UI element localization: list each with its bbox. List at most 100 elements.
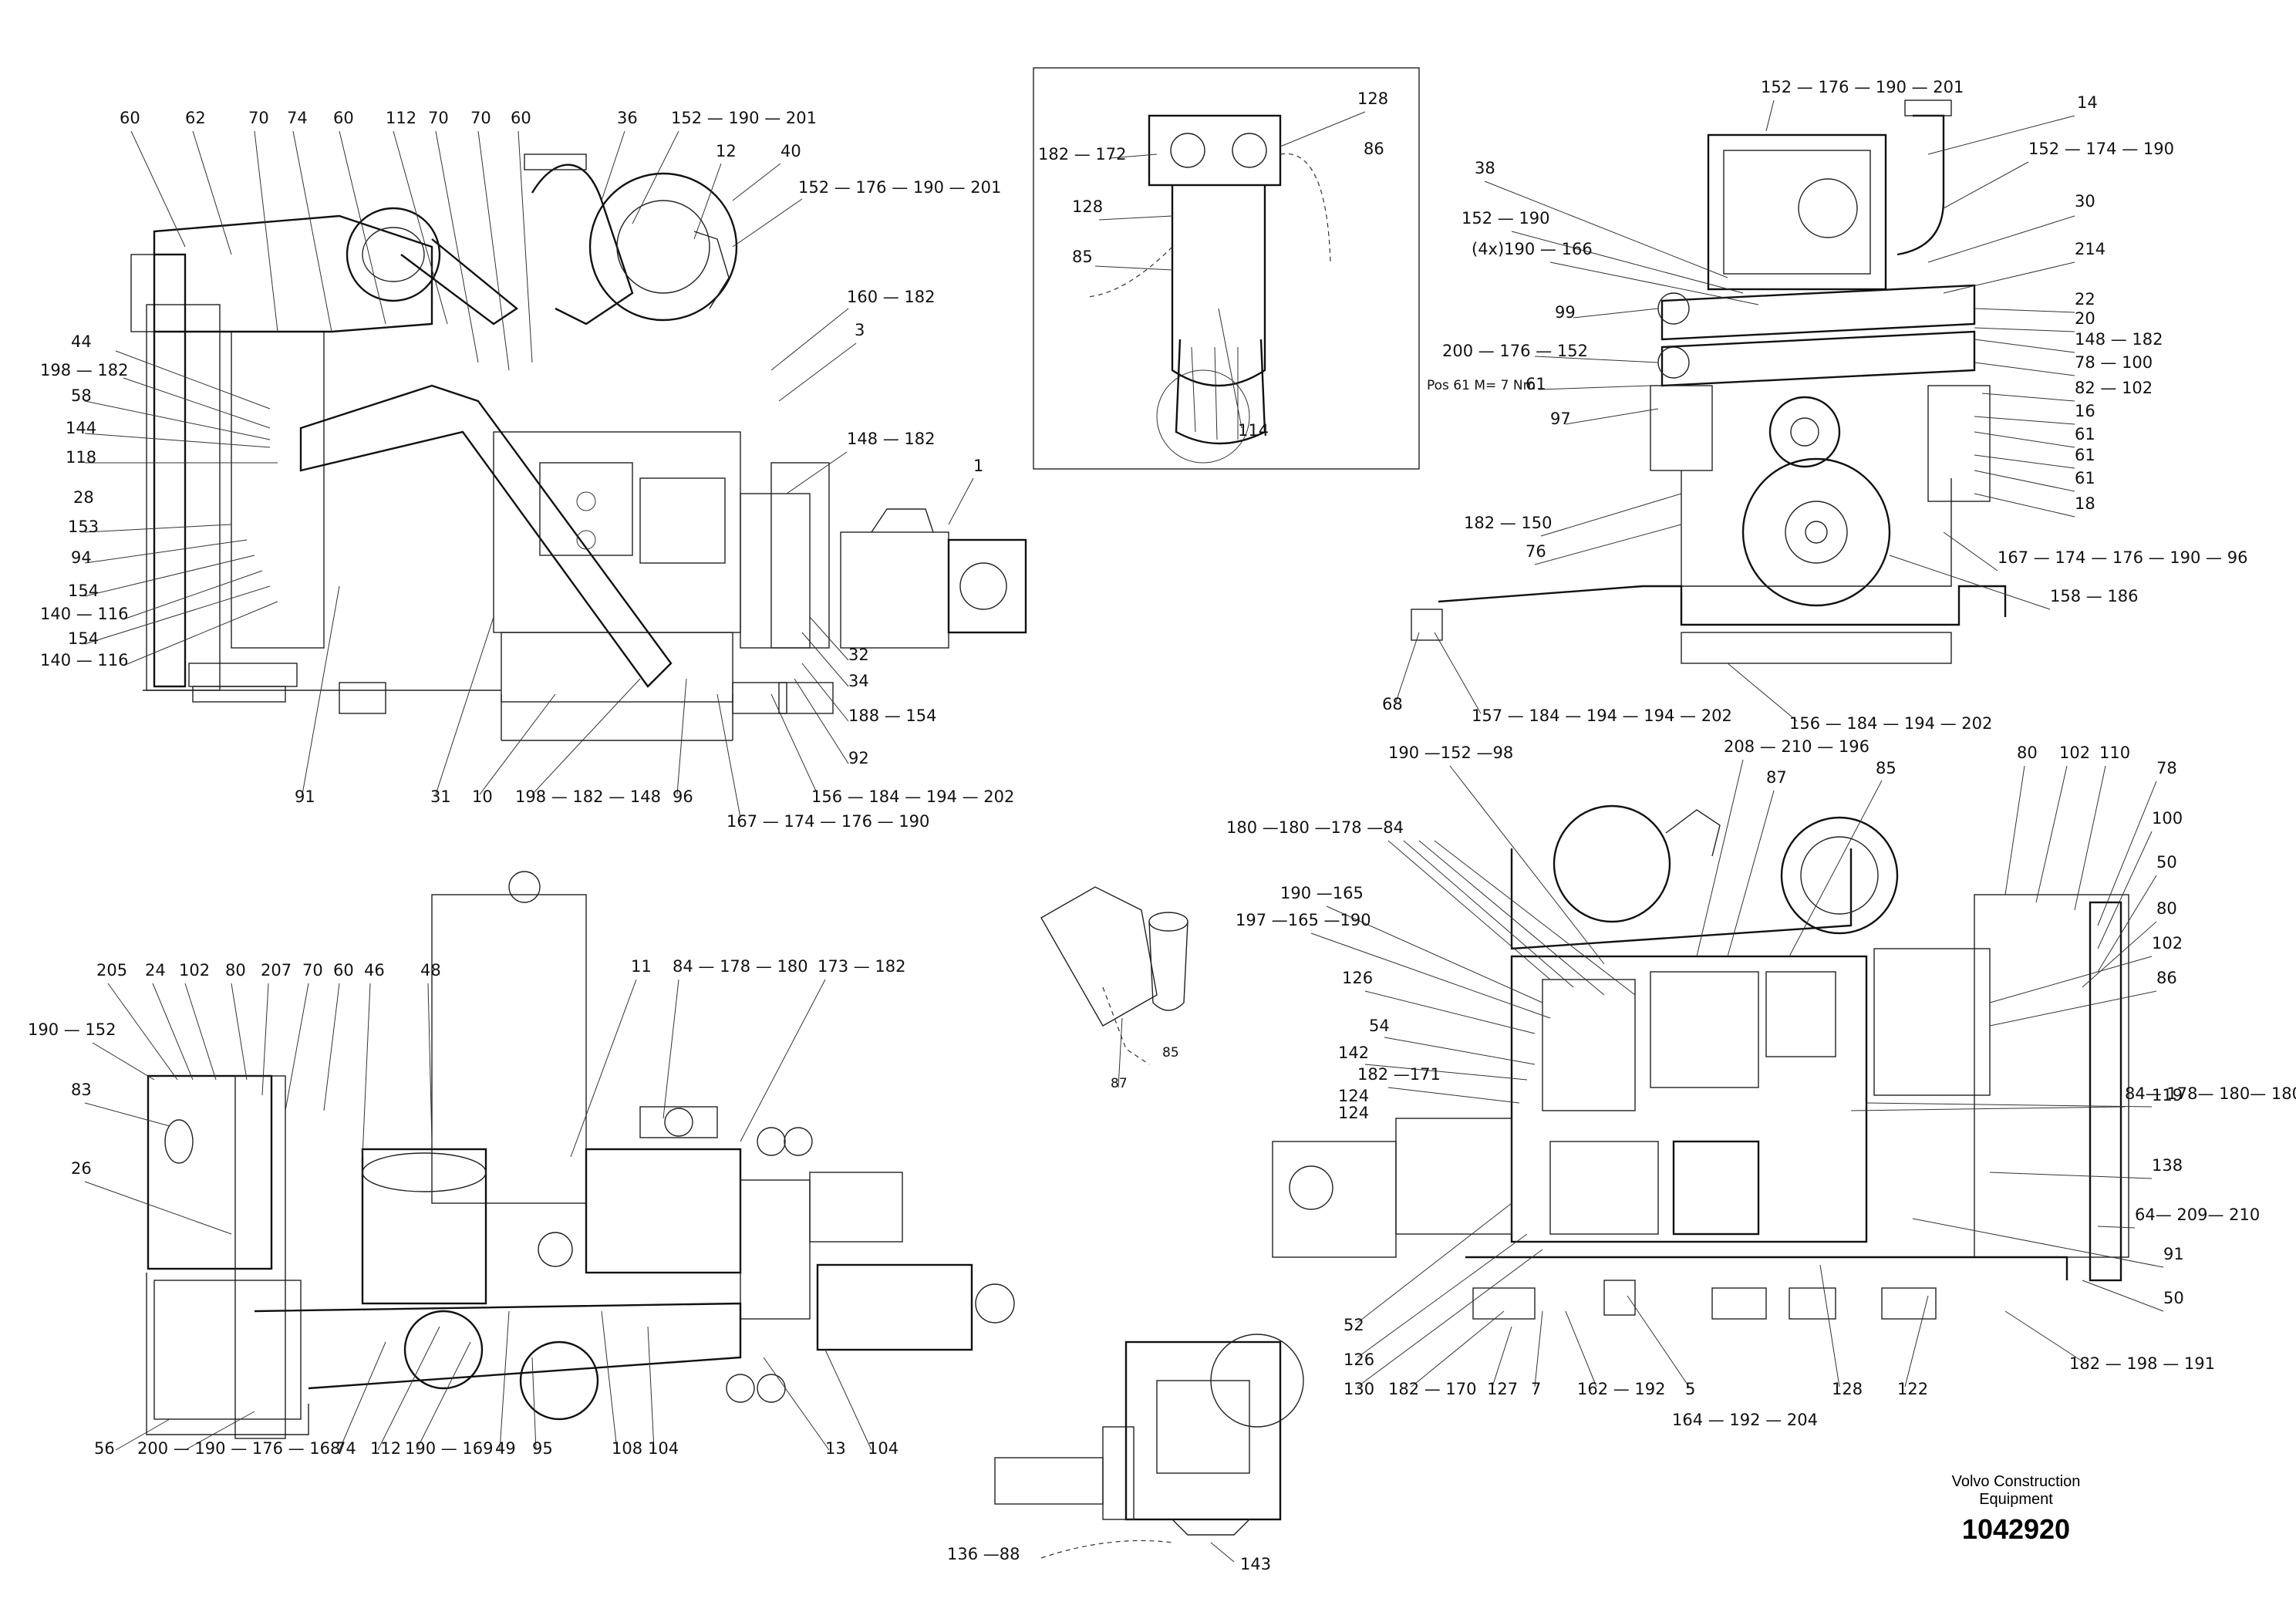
part-label: 44 — [71, 332, 92, 351]
part-label: 74 — [287, 109, 308, 127]
part-label: 152 — 190 — 201 — [671, 109, 817, 127]
fuel-filter-detail — [1033, 67, 1420, 470]
part-label: 162 — 192 — [1577, 1380, 1666, 1398]
brand-name-line2: Equipment — [1979, 1491, 2053, 1508]
part-label: 114 — [1238, 421, 1269, 440]
part-label: 40 — [781, 142, 801, 160]
part-label: 124 — [1338, 1104, 1369, 1122]
part-label: 5 — [1685, 1380, 1695, 1398]
part-label: 60 — [120, 109, 140, 127]
part-label: 46 — [364, 961, 385, 980]
part-label: 70 — [302, 961, 323, 980]
part-label: 18 — [2075, 494, 2095, 513]
part-label: 80 — [2017, 744, 2038, 762]
part-label: 143 — [1240, 1555, 1271, 1573]
part-label: 154 — [68, 629, 99, 648]
part-label: 84— 178— 180— 180 — [2125, 1084, 2296, 1103]
part-label: 100 — [2152, 809, 2183, 828]
part-label: 34 — [848, 672, 869, 690]
part-label: 112 — [370, 1439, 401, 1458]
part-label: 86 — [1364, 140, 1384, 158]
part-label: 205 — [96, 961, 127, 980]
part-label: 102 — [179, 961, 210, 980]
part-label: 68 — [1382, 695, 1403, 713]
part-label: 85 — [1162, 1045, 1179, 1061]
part-label: 152 — 190 — [1462, 209, 1550, 228]
part-label: 156 — 184 — 194 — 202 — [811, 787, 1014, 806]
part-label: 160 — 182 — [847, 288, 936, 306]
part-label: 56 — [94, 1439, 115, 1458]
part-label: 12 — [716, 142, 737, 160]
part-label: 16 — [2075, 402, 2095, 420]
part-label: 61 — [2075, 446, 2095, 464]
part-label: 190 —165 — [1280, 884, 1364, 902]
part-label: 50 — [2156, 853, 2177, 872]
part-label: 52 — [1344, 1316, 1364, 1334]
part-label: 48 — [420, 961, 441, 980]
part-label: 87 — [1766, 768, 1787, 787]
part-label: 148 — 182 — [2075, 330, 2163, 349]
part-label: 208 — 210 — 196 — [1724, 737, 1870, 756]
part-label: 99 — [1555, 303, 1576, 322]
part-label: 138 — [2152, 1156, 2183, 1175]
engine-side-view-left — [84, 130, 1027, 818]
part-label: 84 — 178 — 180 — [673, 957, 808, 976]
part-label: 24 — [145, 961, 166, 980]
engine-front-view — [1395, 99, 2075, 722]
part-label: 31 — [430, 787, 451, 806]
part-label: 102 — [2152, 934, 2183, 953]
part-label: 182 —171 — [1357, 1065, 1441, 1084]
part-label: 1 — [973, 457, 983, 475]
part-label: 164 — 192 — 204 — [1672, 1411, 1818, 1429]
part-label: 97 — [1550, 410, 1571, 428]
part-label: 61 — [2075, 469, 2095, 487]
title-block: Volvo Construction Equipment 1042920 — [1952, 1473, 2081, 1545]
part-label: 104 — [868, 1439, 899, 1458]
part-label: 128 — [1072, 197, 1103, 216]
part-label: 190 — 152 — [28, 1020, 116, 1039]
part-label: 70 — [470, 109, 491, 127]
part-label: 85 — [1876, 759, 1896, 777]
part-label: 92 — [848, 749, 869, 767]
engine-isometric-view — [994, 1334, 1304, 1563]
part-label: 182 — 172 — [1038, 145, 1127, 164]
part-label: 124 — [1338, 1087, 1369, 1105]
part-label: 152 — 176 — 190 — 201 — [798, 178, 1001, 197]
part-label: 96 — [673, 787, 693, 806]
part-label: 110 — [2099, 744, 2130, 762]
brand-name-line1: Volvo Construction — [1952, 1473, 2081, 1490]
part-label: 38 — [1475, 159, 1495, 177]
part-label: 78 — 100 — [2075, 353, 2153, 372]
part-label: 61 — [2075, 425, 2095, 443]
part-label: 28 — [73, 488, 94, 507]
part-label: 11 — [631, 957, 652, 976]
part-label: 10 — [472, 787, 493, 806]
part-label: 127 — [1487, 1380, 1518, 1398]
part-label: 61 — [1526, 375, 1546, 393]
part-label: 102 — [2059, 744, 2090, 762]
part-label: 182 — 170 — [1388, 1380, 1477, 1398]
part-label: 182 — 198 — 191 — [2069, 1354, 2215, 1373]
part-label: 173 — 182 — [818, 957, 906, 976]
part-label: 82 — 102 — [2075, 379, 2153, 397]
part-label: 60 — [333, 109, 354, 127]
part-label: 190 — 169 — [405, 1439, 494, 1458]
part-label: 85 — [1072, 248, 1093, 266]
part-label: 30 — [2075, 192, 2095, 211]
part-label: 140 — 116 — [40, 651, 129, 669]
part-label: 78 — [2156, 759, 2177, 777]
pipe-detail — [1040, 886, 1188, 1088]
part-label: 60 — [333, 961, 354, 980]
part-label: 91 — [2163, 1245, 2184, 1263]
part-label: 197 —165 —190 — [1236, 911, 1371, 929]
part-label: 104 — [648, 1439, 679, 1458]
part-label: 200 — 176 — 152 — [1442, 342, 1588, 360]
part-label: 86 — [2156, 969, 2177, 987]
part-label: 158 — 186 — [2050, 587, 2139, 605]
part-label: 60 — [511, 109, 531, 127]
part-label: 144 — [66, 419, 96, 437]
part-label: 182 — 150 — [1464, 514, 1553, 532]
part-label: 62 — [185, 109, 206, 127]
part-label: 64— 209— 210 — [2135, 1206, 2260, 1224]
